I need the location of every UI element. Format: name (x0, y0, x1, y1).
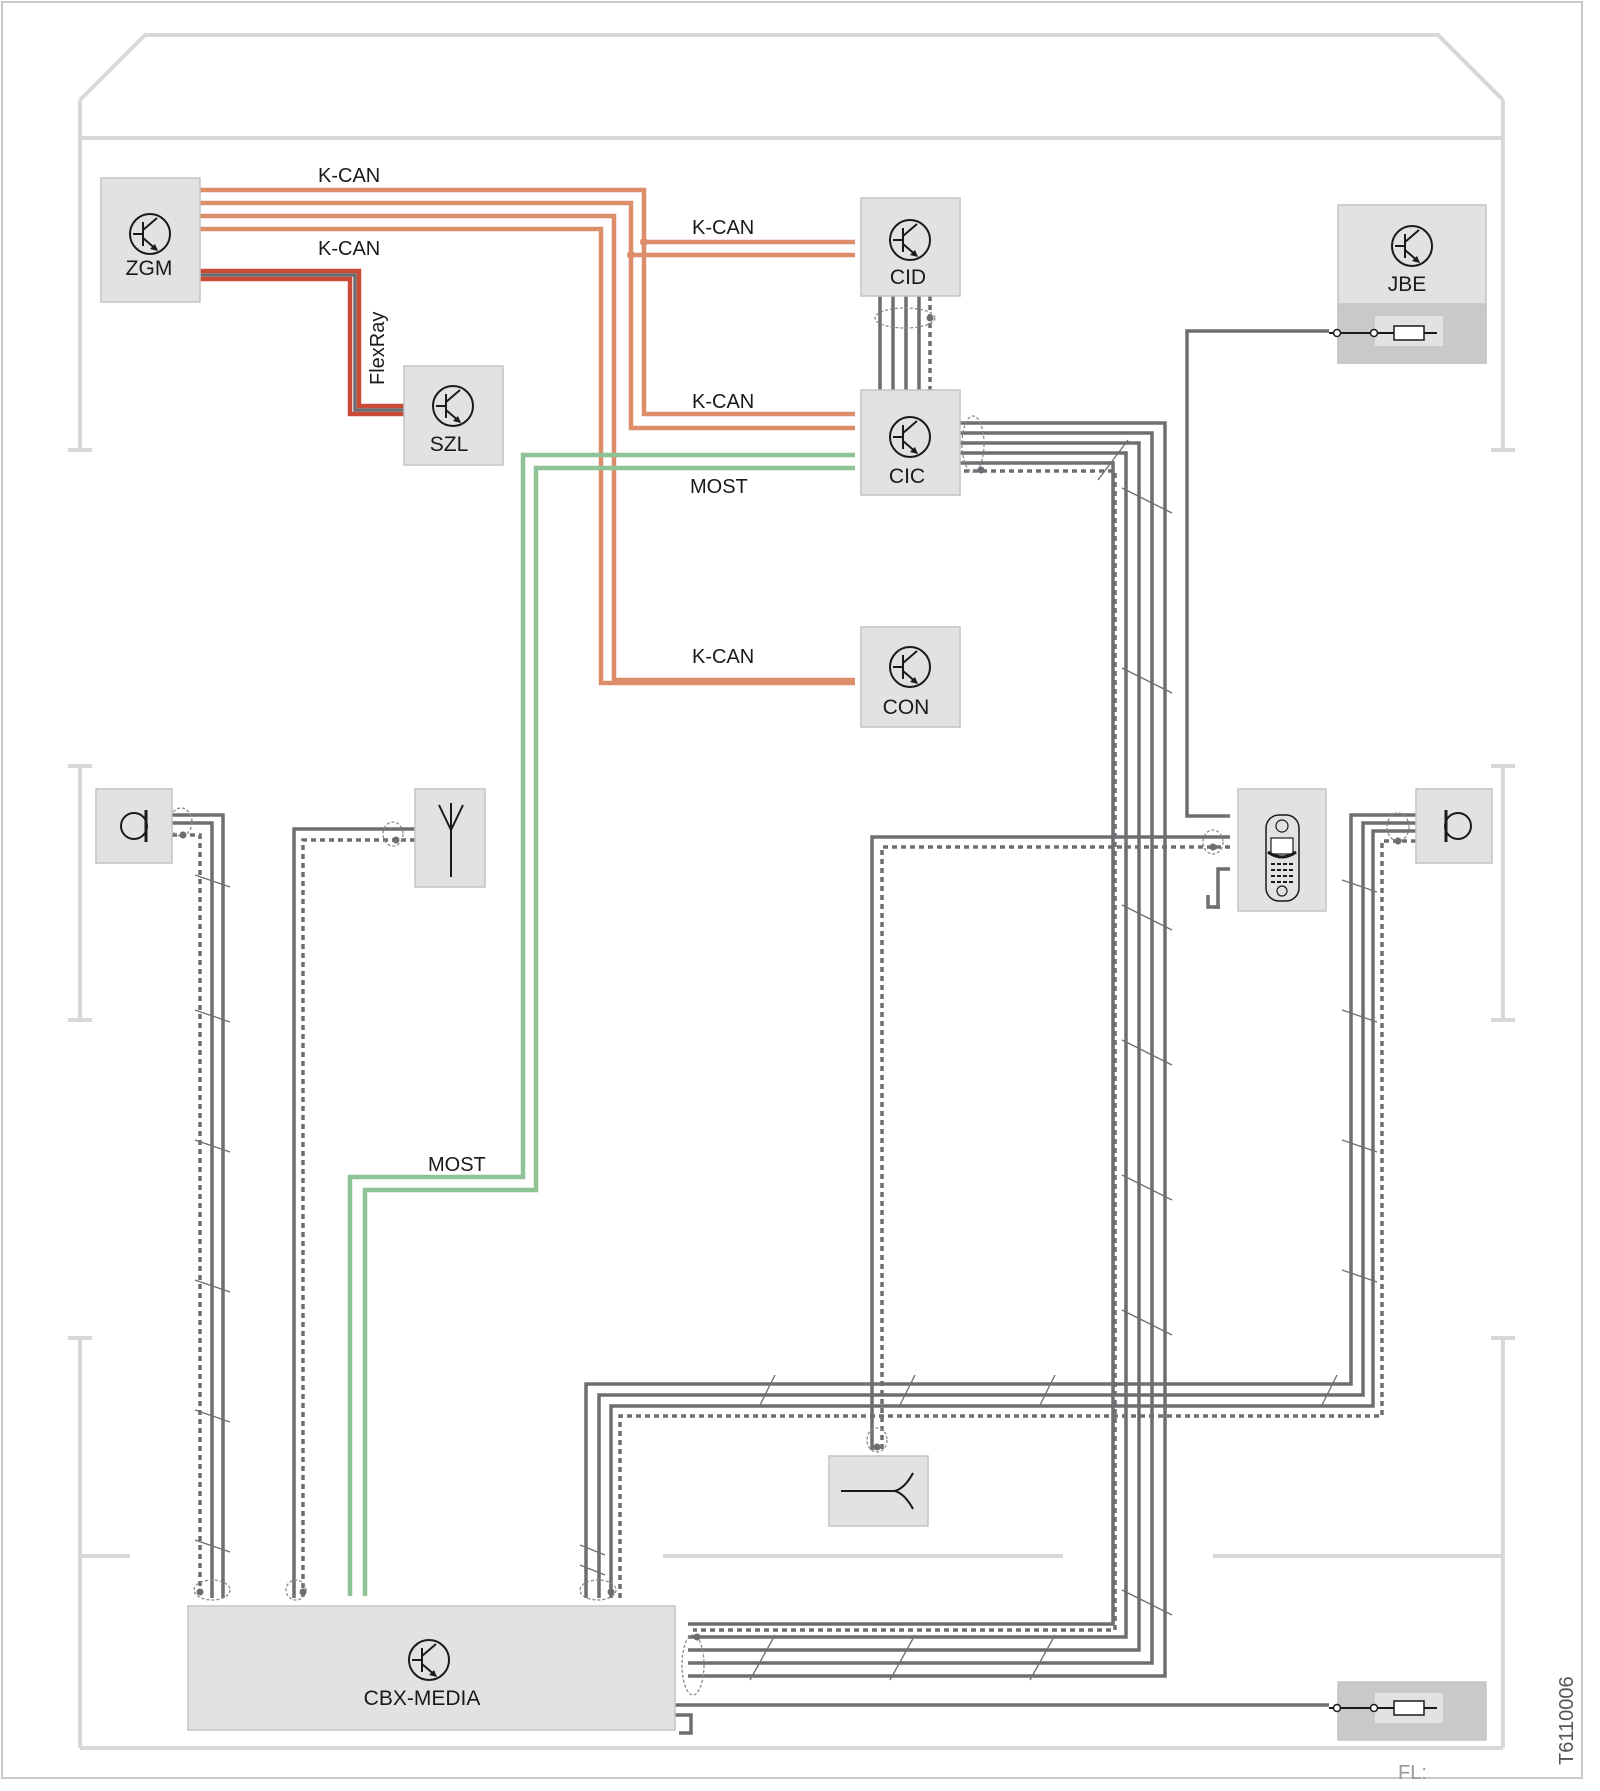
cable-tick-marks (194, 439, 1378, 1681)
label-kcan-con: K-CAN (692, 646, 754, 668)
label-most-cic: MOST (690, 476, 748, 498)
vehicle-outline (68, 33, 1515, 1750)
microphone-left[interactable] (95, 788, 173, 864)
ecu-szl-label: SZL (430, 433, 469, 456)
label-kcan-cic: K-CAN (692, 391, 754, 413)
ecu-jbe[interactable]: JBE (1329, 204, 1487, 364)
ecu-cic[interactable]: CIC (860, 389, 961, 496)
antenna-splitter[interactable] (828, 1455, 929, 1527)
splitter-icon (841, 1472, 914, 1510)
ecu-jbe-label: JBE (1388, 273, 1427, 296)
microphone-icon (1444, 810, 1472, 842)
kcan-wires (200, 187, 855, 686)
transistor-icon (889, 416, 931, 458)
transistor-icon (1391, 225, 1433, 267)
fuse-box-bottom[interactable] (1329, 1681, 1487, 1741)
ecu-zgm[interactable]: ZGM (100, 177, 201, 303)
ecu-zgm-label: ZGM (126, 257, 173, 280)
figure-code: T6110006 (1556, 1676, 1578, 1765)
label-kcan-cid: K-CAN (692, 217, 754, 239)
ecu-con-label: CON (883, 696, 930, 719)
ecu-con[interactable]: CON (860, 626, 961, 728)
transistor-icon (889, 646, 931, 688)
fuse-icon (1329, 316, 1443, 346)
label-most-lower: MOST (428, 1154, 486, 1176)
label-kcan-zgm-bottom: K-CAN (318, 238, 380, 260)
transistor-icon (129, 213, 171, 255)
cable-harnesses (172, 296, 1416, 1735)
flexray-wires (200, 268, 404, 417)
phone-cradle-icon (1265, 814, 1300, 902)
ecu-cid[interactable]: CID (860, 197, 961, 297)
ecu-cid-label: CID (890, 266, 926, 289)
antenna[interactable] (414, 788, 486, 888)
most-wires (347, 452, 855, 1596)
label-flexray: FlexRay (367, 312, 389, 385)
ecu-cbx-media-label: CBX-MEDIA (364, 1687, 481, 1710)
shield-markers (169, 307, 1410, 1696)
ecu-cic-label: CIC (889, 465, 925, 488)
microphone-icon (120, 810, 148, 842)
transistor-icon (408, 1639, 450, 1681)
transistor-icon (889, 219, 931, 261)
fuse-icon (1329, 1693, 1443, 1723)
transistor-icon (432, 385, 474, 427)
ecu-szl[interactable]: SZL (403, 365, 504, 466)
phone-cradle[interactable] (1237, 788, 1327, 912)
antenna-icon (438, 803, 464, 877)
footer-fl: FL: (1398, 1762, 1427, 1784)
label-kcan-zgm-top: K-CAN (318, 165, 380, 187)
microphone-right[interactable] (1415, 788, 1493, 864)
ecu-cbx-media[interactable]: CBX-MEDIA (187, 1605, 676, 1731)
